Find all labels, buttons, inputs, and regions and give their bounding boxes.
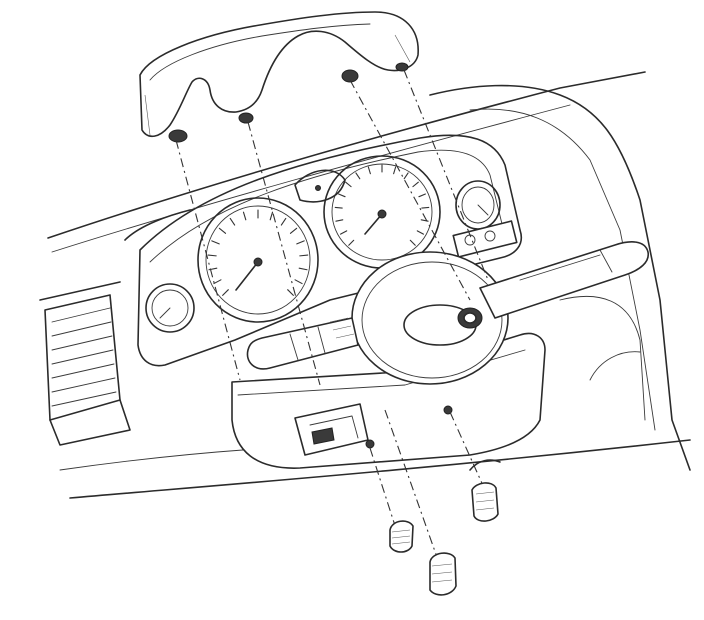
gauge-tick	[287, 289, 294, 296]
gauge-tick	[412, 181, 419, 188]
tachometer-gauge	[197, 197, 319, 323]
gauge-tick	[418, 193, 426, 198]
gauge-tick	[409, 239, 416, 246]
gauge-tick	[298, 267, 308, 271]
gauge-tick	[269, 211, 274, 221]
gauge-tick	[421, 206, 430, 209]
gauge-tick	[348, 239, 355, 246]
gauge-tick	[242, 211, 247, 221]
gauge-tick	[280, 217, 287, 226]
gauge-tick	[403, 172, 409, 180]
gauge-tick	[355, 172, 361, 180]
screw-1	[389, 520, 414, 553]
gauge-tick	[338, 193, 346, 198]
gauge-tick	[211, 240, 220, 245]
gauge-tick	[207, 254, 217, 257]
upper-steering-column-cover	[139, 11, 419, 143]
gauge-tick	[299, 254, 309, 257]
switch-panel	[452, 220, 518, 258]
gauge-tick	[367, 166, 371, 175]
gauge-tick	[294, 279, 303, 285]
screw-3	[471, 482, 499, 522]
gauge-tick	[296, 240, 305, 245]
lower-trim	[469, 351, 641, 471]
gauge-tick	[339, 230, 348, 235]
gauge-tick	[393, 166, 397, 175]
gauge-tick	[218, 227, 227, 234]
screw-2	[429, 552, 457, 596]
alignment-lines	[175, 69, 489, 561]
fuel-gauge	[145, 283, 195, 333]
gauge-tick	[289, 227, 298, 234]
gauge-tick	[345, 181, 352, 188]
gauge-tick	[222, 289, 229, 296]
gauge-tick	[416, 230, 425, 235]
temperature-gauge	[455, 180, 501, 230]
gauge-tick	[335, 219, 344, 222]
gauge-tick	[229, 217, 236, 226]
multifunction-lever	[479, 241, 650, 319]
gauge-tick	[334, 206, 343, 209]
wiper-lever	[246, 317, 359, 370]
steering-column-hub	[351, 251, 509, 385]
gauge-tick	[213, 279, 222, 285]
air-vent	[44, 294, 131, 446]
speedometer-gauge	[323, 155, 441, 269]
oil-pressure-gauge	[294, 169, 346, 203]
